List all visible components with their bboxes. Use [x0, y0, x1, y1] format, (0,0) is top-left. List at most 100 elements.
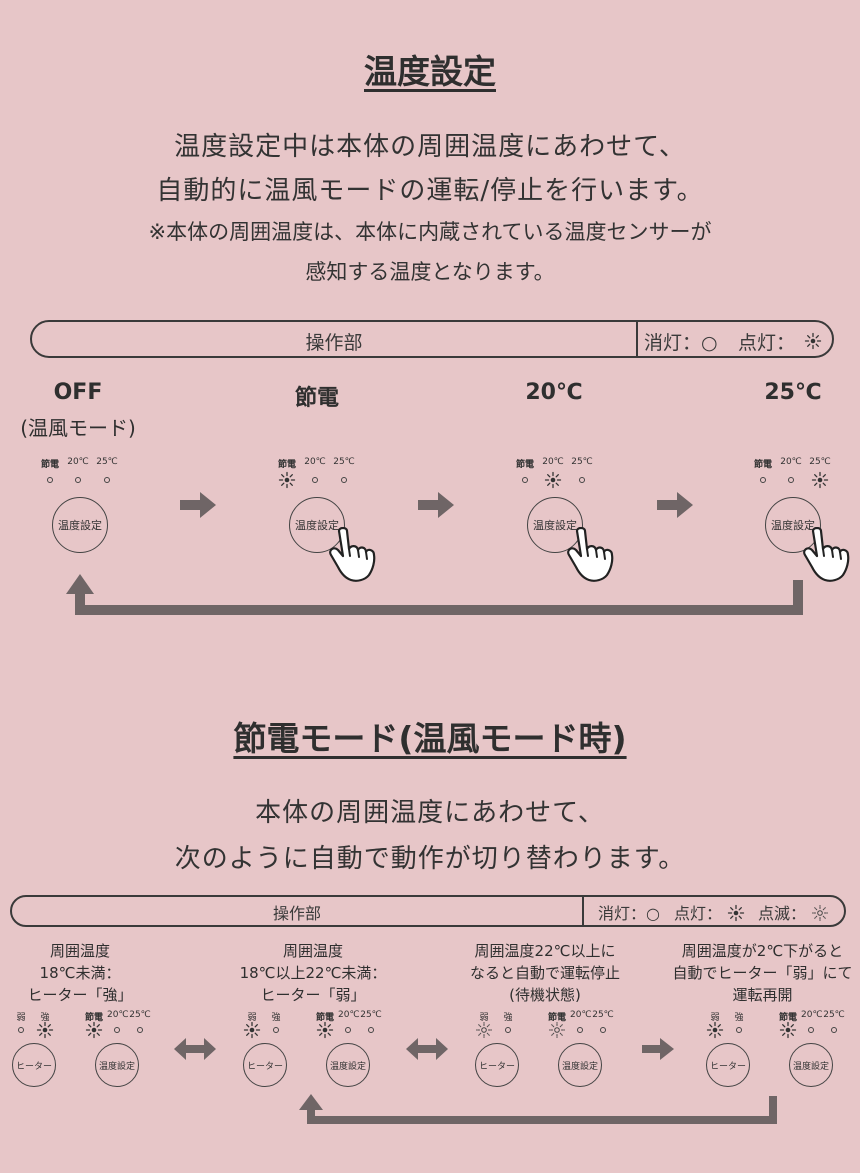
light-blink-icon: [812, 905, 828, 921]
indicator-25c-off: [600, 1027, 606, 1033]
panel-20c: 節電 20℃ 25℃ 温度設定: [513, 457, 623, 582]
indicator-label-25c: 25℃: [809, 457, 831, 467]
section2-desc-line2: 次のように自動で動作が切り替わります。: [174, 844, 686, 874]
indicator-label-20c: 20℃: [801, 1010, 823, 1020]
section1-desc-line1: 温度設定中は本体の周囲温度にあわせて、: [174, 132, 686, 162]
control-panel-label: 操作部: [305, 332, 363, 354]
heater-button[interactable]: ヒーター: [12, 1043, 56, 1087]
temp-setting-button[interactable]: 温度設定: [95, 1043, 139, 1087]
indicator-label-20c: 20℃: [107, 1010, 129, 1020]
heater-strong-off: [736, 1027, 742, 1033]
heater-weak-blink-icon: [476, 1022, 492, 1038]
temp-setting-button[interactable]: 温度設定: [527, 497, 583, 553]
state-standby-desc: 周囲温度22℃以上に なると自動で運転停止 (待機状態): [455, 940, 635, 1006]
heater-strong-label: 強: [734, 1013, 744, 1023]
section1-title: 温度設定: [364, 52, 496, 91]
heater-weak-label: 弱: [247, 1013, 257, 1023]
state-standby-line2: なると自動で運転停止: [469, 964, 620, 982]
control-panel-label: 操作部: [272, 904, 321, 923]
legend-off: 消灯：○: [598, 904, 660, 923]
indicator-label-eco: 節電: [84, 1013, 103, 1023]
return-loop-arrow: [299, 1094, 777, 1124]
state-standby-line3: (待機状態): [509, 986, 581, 1004]
indicator-20c-off: [114, 1027, 120, 1033]
temp-setting-button[interactable]: 温度設定: [789, 1043, 833, 1087]
state-standby-line1: 周囲温度22℃以上に: [474, 942, 616, 960]
legend-on: 点灯：: [738, 332, 796, 354]
indicator-eco-off: [522, 477, 528, 483]
double-arrow-icon: [174, 1038, 216, 1060]
indicator-20c-on-icon: [544, 471, 562, 489]
indicator-label-20c: 20℃: [780, 457, 802, 467]
section2-title: 節電モード(温風モード時): [233, 719, 627, 758]
state-weak-line2: 18℃以上22℃未満：: [239, 964, 387, 982]
temp-setting-button[interactable]: 温度設定: [52, 497, 108, 553]
indicator-label-eco: 節電: [315, 1013, 334, 1023]
legend-on: 点灯：: [674, 904, 723, 923]
heater-weak-label: 弱: [710, 1013, 720, 1023]
indicator-eco-on-icon: [278, 471, 296, 489]
panel-standby: 弱 強 ヒーター 節電 20℃ 25℃ 温度設定: [473, 1010, 623, 1090]
panel-heater-weak: 弱 強 ヒーター 節電 20℃ 25℃ 温度設定: [241, 1010, 391, 1090]
indicator-25c-off: [831, 1027, 837, 1033]
light-on-icon: [727, 904, 745, 922]
panel-off: 節電 20℃ 25℃ 温度設定: [38, 457, 124, 557]
heater-strong-label: 強: [503, 1013, 513, 1023]
heater-button[interactable]: ヒーター: [243, 1043, 287, 1087]
indicator-eco-blink-icon: [549, 1022, 565, 1038]
legend-blink: 点滅：: [758, 904, 807, 923]
indicator-label-25c: 25℃: [823, 1010, 845, 1020]
heater-weak-off: [18, 1027, 24, 1033]
indicator-20c-off: [312, 477, 318, 483]
indicator-label-eco: 節電: [515, 460, 534, 470]
indicator-label-25c: 25℃: [571, 457, 593, 467]
state-strong-desc: 周囲温度 18℃未満： ヒーター「強」: [10, 940, 150, 1006]
state-strong-line1: 周囲温度: [49, 942, 110, 960]
panel-resume: 弱 強 ヒーター 節電 20℃ 25℃ 温度設定: [704, 1010, 854, 1090]
section1-note-line1: ※本体の周囲温度は、本体に内蔵されている温度センサーが: [148, 220, 712, 244]
indicator-label-20c: 20℃: [570, 1010, 592, 1020]
temp-setting-button[interactable]: 温度設定: [558, 1043, 602, 1087]
temp-setting-button[interactable]: 温度設定: [289, 497, 345, 553]
indicator-label-25c: 25℃: [592, 1010, 614, 1020]
heater-weak-on-icon: [243, 1021, 261, 1039]
indicator-eco-on-icon: [779, 1021, 797, 1039]
heater-button[interactable]: ヒーター: [475, 1043, 519, 1087]
right-arrow-icon: [418, 492, 454, 518]
heater-weak-on-icon: [706, 1021, 724, 1039]
state-strong-line2: 18℃未満：: [39, 964, 121, 982]
temp-setting-button[interactable]: 温度設定: [765, 497, 821, 553]
section2-desc-line1: 本体の周囲温度にあわせて、: [255, 798, 605, 828]
section1-note-line2: 感知する温度となります。: [305, 260, 555, 284]
indicator-25c-off: [341, 477, 347, 483]
indicator-20c-off: [75, 477, 81, 483]
indicator-20c-off: [788, 477, 794, 483]
state-resume-line3: 運転再開: [732, 986, 793, 1004]
state-strong-line3: ヒーター「強」: [27, 986, 133, 1004]
temp-setting-button[interactable]: 温度設定: [326, 1043, 370, 1087]
panel-heater-strong: 弱 強 ヒーター 節電 20℃ 25℃ 温度設定: [10, 1010, 160, 1090]
indicator-label-25c: 25℃: [96, 457, 118, 467]
control-panel-bar-2: 操作部 消灯：○ 点灯： 点滅：: [10, 895, 846, 927]
heater-strong-off: [273, 1027, 279, 1033]
panel-divider: [582, 897, 584, 925]
heater-strong-on-icon: [36, 1021, 54, 1039]
indicator-label-eco: 節電: [778, 1013, 797, 1023]
section1-desc-line2: 自動的に温風モードの運転/停止を行います。: [156, 176, 704, 206]
indicator-eco-on-icon: [316, 1021, 334, 1039]
state-resume-line1: 周囲温度が2℃下がると: [681, 942, 844, 960]
indicator-label-20c: 20℃: [542, 457, 564, 467]
indicator-eco-on-icon: [85, 1021, 103, 1039]
panel-divider: [636, 322, 638, 356]
state-resume-desc: 周囲温度が2℃下がると 自動でヒーター「弱」にて 運転再開: [670, 940, 855, 1006]
panel-25c: 節電 20℃ 25℃ 温度設定: [751, 457, 860, 582]
indicator-20c-off: [577, 1027, 583, 1033]
stage-off-sublabel: (温風モード): [20, 416, 136, 440]
heater-button[interactable]: ヒーター: [706, 1043, 750, 1087]
state-weak-line1: 周囲温度: [282, 942, 343, 960]
heater-weak-label: 弱: [479, 1013, 489, 1023]
right-arrow-icon: [642, 1038, 674, 1060]
heater-weak-label: 弱: [16, 1013, 26, 1023]
state-resume-line2: 自動でヒーター「弱」にて: [672, 964, 853, 982]
indicator-label-25c: 25℃: [360, 1010, 382, 1020]
